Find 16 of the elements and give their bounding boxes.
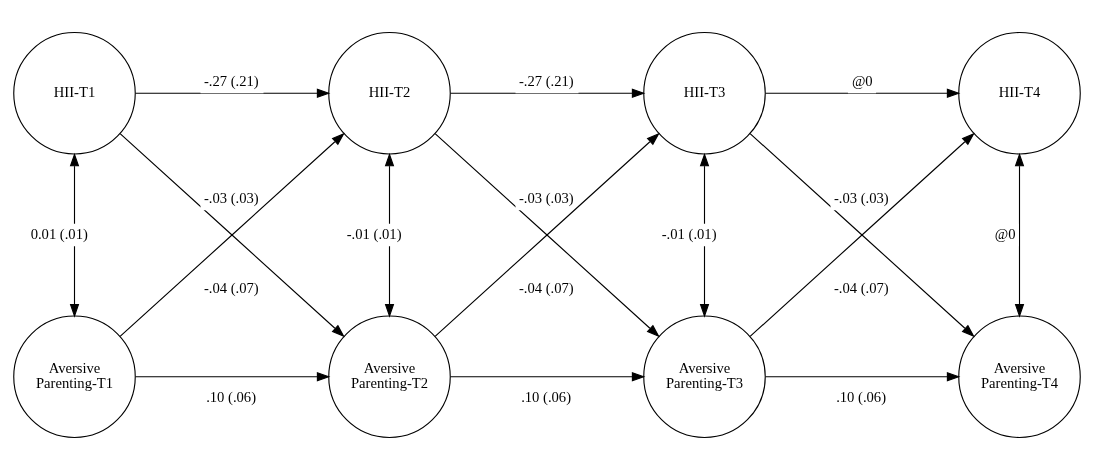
edge-label: .10 (.06) [836, 388, 887, 405]
edge-label: -.01 (.01) [346, 225, 402, 242]
edge-label: -.04 (.07) [518, 279, 574, 296]
edge-label: -.03 (.03) [833, 189, 889, 206]
edge-label: -.03 (.03) [203, 189, 259, 206]
edge-label: -.01 (.01) [661, 225, 717, 242]
edge-label: @0 [851, 72, 873, 89]
edge-label: -.04 (.07) [833, 279, 889, 296]
edge-label: -.27 (.21) [518, 72, 574, 89]
edge-label: -.03 (.03) [518, 189, 574, 206]
edge-label: @0 [994, 225, 1016, 242]
edge-label: .10 (.06) [521, 388, 572, 405]
edge-label: 0.01 (.01) [30, 225, 88, 242]
edge-label: -.04 (.07) [203, 279, 259, 296]
edge-label: -.27 (.21) [203, 72, 259, 89]
edge-label: .10 (.06) [206, 388, 257, 405]
